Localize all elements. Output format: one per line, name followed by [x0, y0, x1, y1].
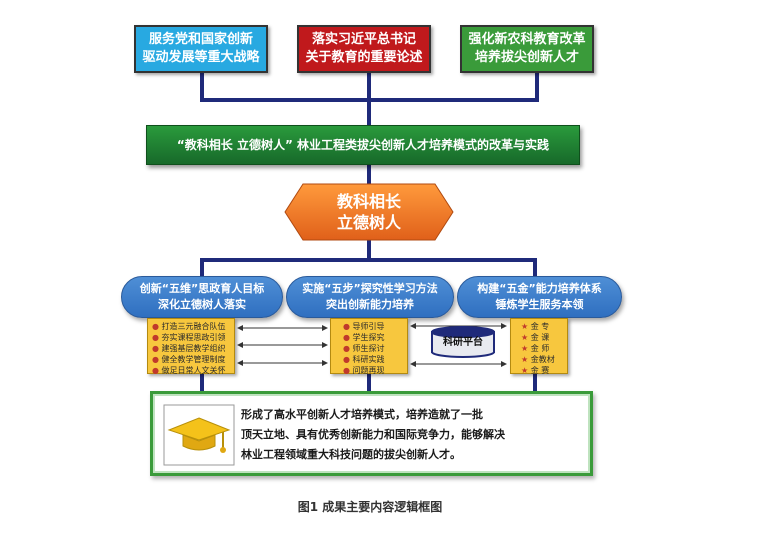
pillar-inquiry-line1: 实施“五步”探究性学习方法: [302, 282, 438, 295]
list-middle-item: ● 科研实践: [343, 355, 385, 364]
connector-left-outcome: [200, 370, 204, 392]
graduation-cap-crown: [182, 434, 216, 451]
pillar-ideology: 创新“五维”思政育人目标 深化立德树人落实: [121, 276, 283, 318]
list-middle-item-text: 学生探究: [352, 333, 385, 342]
list-left-item: ● 建强基层教学组织: [152, 344, 226, 353]
connector-mid-left: [200, 260, 204, 278]
list-middle-item: ● 导师引导: [343, 322, 385, 331]
core-hexagon-label: 教科相长 立德树人: [283, 189, 455, 235]
arrows-left-middle: [237, 325, 328, 366]
list-middle-item-text: 问题再现: [352, 366, 385, 375]
graduation-cap-board: [167, 417, 231, 441]
list-middle: ● 导师引导 ● 学生探究 ● 师生探讨 ● 科研实践 ● 问题再现: [330, 318, 408, 375]
connector-mid-horizontal: [200, 258, 537, 262]
list-left-item: ● 健全教学管理制度: [152, 355, 226, 364]
cylinder-top: [431, 326, 495, 338]
outcome-line3: 林业工程领域重大科技问题的拔尖创新人才。: [241, 448, 461, 461]
list-middle-item: ● 学生探究: [343, 333, 385, 342]
goal-box-reform-line2: 培养拔尖创新人才: [474, 50, 579, 65]
list-left-item-text: 做足日常人文关怀: [161, 366, 226, 375]
list-right-item: ★ 金 课: [521, 333, 550, 342]
core-hexagon-line1: 教科相长: [336, 192, 401, 211]
pillar-ideology-line1: 创新“五维”思政育人目标: [139, 282, 265, 295]
graduation-cap-tassel: [220, 447, 226, 453]
list-right: ★ 金 专 ★ 金 课 ★ 金 师 ★ 金教材 ★ 金 赛: [510, 318, 568, 375]
connector-top-middle: [367, 70, 371, 100]
list-right-item: ★ 金 赛: [521, 366, 550, 375]
outcome-line1: 形成了高水平创新人才培养模式，培养造就了一批: [241, 408, 483, 421]
connector-top-left: [200, 70, 204, 100]
goal-box-policy: 落实习近平总书记 关于教育的重要论述: [297, 25, 431, 73]
title-banner: “教科相长 立德树人” 林业工程类拔尖创新人才培养模式的改革与实践: [146, 125, 580, 165]
pillar-inquiry: 实施“五步”探究性学习方法 突出创新能力培养: [286, 276, 454, 318]
list-middle-item: ● 问题再现: [343, 366, 385, 375]
list-left: ● 打造三元融合队伍 ● 夯实课程思政引领 ● 建强基层教学组织 ● 健全教学管…: [147, 318, 235, 375]
outcome-box: 形成了高水平创新人才培养模式，培养造就了一批 顶天立地、具有优秀创新能力和国际竞…: [150, 391, 593, 476]
list-left-item-text: 夯实课程思政引领: [161, 333, 226, 342]
outcome-text: 形成了高水平创新人才培养模式，培养造就了一批 顶天立地、具有优秀创新能力和国际竞…: [241, 405, 586, 465]
cylinder-mask: [433, 333, 493, 352]
graduation-cap-icon: [163, 404, 235, 466]
core-hexagon: [284, 183, 454, 241]
connector-hex-down: [367, 240, 371, 260]
list-middle-item-text: 导师引导: [352, 322, 385, 331]
list-left-item: ● 做足日常人文关怀: [152, 366, 226, 375]
connector-mid-right: [533, 260, 537, 278]
list-left-item-text: 打造三元融合队伍: [161, 322, 226, 331]
list-left-item: ● 夯实课程思政引领: [152, 333, 226, 342]
research-platform-label: 科研平台: [443, 337, 483, 348]
pillar-golden-line2: 锤炼学生服务本领: [495, 298, 584, 311]
arrows-middle-right: [410, 323, 507, 367]
goal-box-policy-line1: 落实习近平总书记: [311, 32, 416, 47]
connector-top-down: [367, 100, 371, 126]
pillar-ideology-line2: 深化立德树人落实: [158, 298, 246, 311]
figure-caption: 图1 成果主要内容逻辑框图: [297, 500, 443, 514]
title-banner-text: “教科相长 立德树人” 林业工程类拔尖创新人才培养模式的改革与实践: [176, 138, 550, 152]
list-left-item-text: 建强基层教学组织: [161, 344, 226, 353]
list-middle-item-text: 师生探讨: [352, 344, 385, 353]
core-hexagon-shape: [284, 183, 454, 241]
outcome-line2: 顶天立地、具有优秀创新能力和国际竞争力，能够解决: [241, 428, 505, 441]
goal-box-strategy-line1: 服务党和国家创新: [148, 32, 253, 47]
core-hexagon-line2: 立德树人: [336, 213, 401, 232]
list-middle-item: ● 师生探讨: [343, 344, 385, 353]
pillar-inquiry-line2: 突出创新能力培养: [326, 298, 414, 311]
research-platform-cylinder: [431, 326, 495, 358]
goal-box-strategy-line2: 驱动发展等重大战略: [142, 50, 260, 65]
connector-mid-outcome: [367, 370, 371, 392]
list-right-item-text: 金 课: [530, 333, 550, 342]
list-middle-item-text: 科研实践: [352, 355, 385, 364]
list-right-item: ★ 金 专: [521, 322, 550, 331]
goal-box-strategy: 服务党和国家创新 驱动发展等重大战略: [134, 25, 268, 73]
list-right-item-text: 金 专: [530, 322, 550, 331]
goal-box-reform: 强化新农科教育改革 培养拔尖创新人才: [460, 25, 594, 73]
goal-box-policy-line2: 关于教育的重要论述: [305, 50, 423, 65]
list-right-item-text: 金 师: [530, 344, 550, 353]
pillar-golden: 构建“五金”能力培养体系 锤炼学生服务本领: [457, 276, 622, 318]
connector-right-outcome: [533, 370, 537, 392]
list-left-item: ● 打造三元融合队伍: [152, 322, 226, 331]
goal-box-reform-line1: 强化新农科教育改革: [468, 32, 586, 47]
pillar-golden-line1: 构建“五金”能力培养体系: [477, 282, 602, 295]
list-right-item: ★ 金教材: [521, 355, 555, 364]
connector-banner-hex: [367, 164, 371, 184]
connector-top-right: [535, 70, 539, 100]
list-left-item-text: 健全教学管理制度: [161, 355, 226, 364]
list-right-item-text: 金 赛: [530, 366, 550, 375]
list-right-item-text: 金教材: [530, 355, 555, 364]
list-right-item: ★ 金 师: [521, 344, 550, 353]
